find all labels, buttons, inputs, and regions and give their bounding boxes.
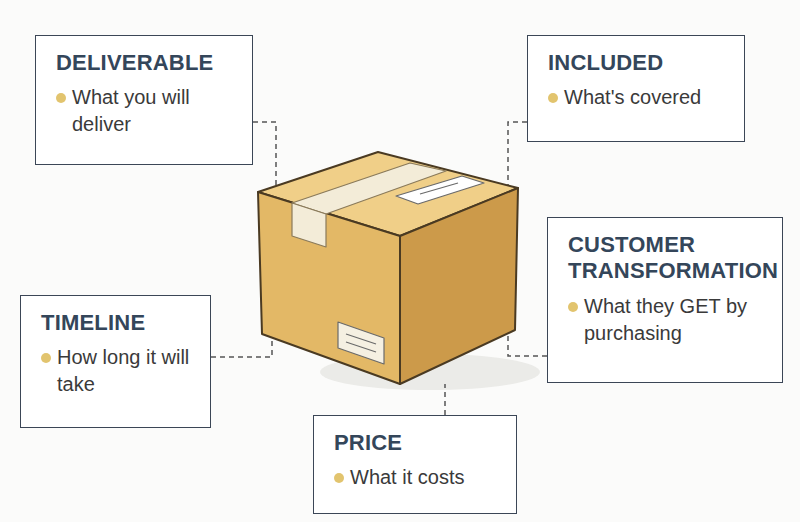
price-box: PRICE What it costs xyxy=(313,415,517,514)
leader-lines xyxy=(211,122,547,415)
deliverable-box: DELIVERABLE What you will deliver xyxy=(35,35,253,165)
box-bullet-text: What it costs xyxy=(334,464,500,491)
cardboard-box xyxy=(258,152,518,384)
box-bullet-text: How long it will take xyxy=(41,344,194,398)
included-box: INCLUDED What's covered xyxy=(527,35,745,142)
box-bullet-text: What's covered xyxy=(548,84,728,111)
box-bullet-text: What you will deliver xyxy=(56,84,236,138)
box-heading: CUSTOMER TRANSFORMATION xyxy=(568,232,766,285)
box-heading: PRICE xyxy=(334,430,500,456)
box-heading: INCLUDED xyxy=(548,50,728,76)
box-heading: TIMELINE xyxy=(41,310,194,336)
box-bullet-text: What they GET by purchasing xyxy=(568,293,766,347)
transformation-box: CUSTOMER TRANSFORMATION What they GET by … xyxy=(547,217,783,383)
timeline-box: TIMELINE How long it will take xyxy=(20,295,211,428)
box-heading: DELIVERABLE xyxy=(56,50,236,76)
